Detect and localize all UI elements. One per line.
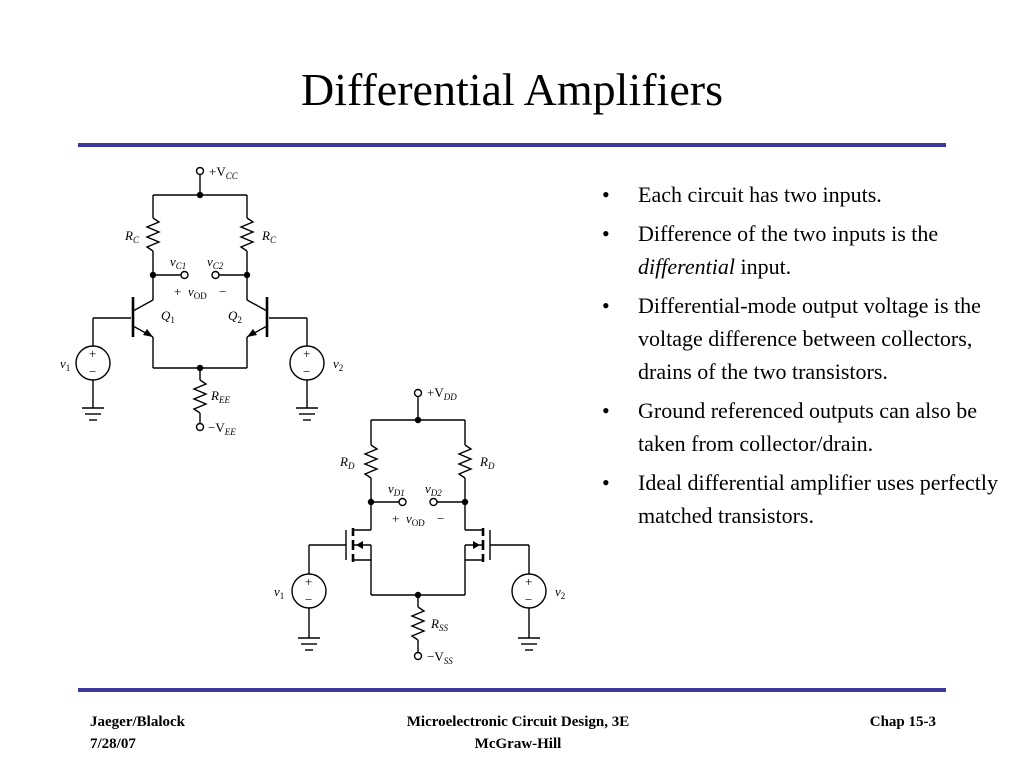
footer-publisher: McGraw-Hill <box>474 736 562 752</box>
bullet-dot: • <box>602 182 610 207</box>
vd1-label: vD1 <box>388 481 405 498</box>
footer-date: 7/28/07 <box>90 736 136 752</box>
v2-mos-plus-sign: + <box>525 574 532 589</box>
vod-label: vOD <box>188 284 207 301</box>
rd-right-label: RD <box>479 454 495 471</box>
bullet-item: •Each circuit has two inputs. <box>600 178 1000 211</box>
bullet-item: •Ground referenced outputs can also be t… <box>600 394 1000 460</box>
bullet-item: •Difference of the two inputs is the dif… <box>600 217 1000 283</box>
differential-emphasis: differential <box>638 254 735 279</box>
footer-book: Microelectronic Circuit Design, 3E McGra… <box>300 711 736 755</box>
v1-mos-label: v1 <box>274 584 284 601</box>
v1-mos-minus-sign: − <box>305 592 312 607</box>
vod-mos-label: vOD <box>406 511 425 528</box>
rss-label: RSS <box>430 616 448 633</box>
slide-title: Differential Amplifiers <box>301 64 723 115</box>
footer-chapter: Chap 15-3 <box>869 714 936 730</box>
vee-label: −VEE <box>208 420 236 437</box>
q1-label: Q1 <box>161 308 175 325</box>
vd2-label: vD2 <box>425 481 442 498</box>
bullet-dot: • <box>602 221 610 246</box>
rc-left-label: RC <box>124 228 140 245</box>
rc-right-label: RC <box>261 228 277 245</box>
bullet-item: •Ideal differential amplifier uses perfe… <box>600 466 1000 532</box>
vod-minus-label: − <box>219 284 226 299</box>
vc1-label: vC1 <box>170 254 186 271</box>
footer-authors: Jaeger/Blalock 7/28/07 <box>90 711 185 755</box>
bullet-item: •Differential-mode output voltage is the… <box>600 289 1000 388</box>
vod-mos-minus-label: − <box>437 511 444 526</box>
bullet-dot: • <box>602 398 610 423</box>
footer-divider <box>78 688 946 692</box>
v2-minus-sign: − <box>303 364 310 379</box>
vdd-label: +VDD <box>427 385 457 402</box>
vod-mos-plus-label: + <box>392 511 399 526</box>
v1-mos-plus-sign: + <box>305 574 312 589</box>
footer-author-names: Jaeger/Blalock <box>90 714 185 730</box>
q2-label: Q2 <box>228 308 242 325</box>
differential-amplifier-schematics: +VCC RC RC vC1 vC2 + vOD − Q1 Q2 + − + −… <box>60 164 565 666</box>
v2-mos-label: v2 <box>555 584 565 601</box>
rd-left-label: RD <box>339 454 355 471</box>
v2-plus-sign: + <box>303 346 310 361</box>
vcc-label: +VCC <box>209 164 239 181</box>
bullet-dot: • <box>602 470 610 495</box>
vss-label: −VSS <box>427 649 453 666</box>
v2-bjt-label: v2 <box>333 356 343 373</box>
title-divider <box>78 143 946 147</box>
vc2-label: vC2 <box>207 254 224 271</box>
ree-label: REE <box>210 388 230 405</box>
v2-mos-minus-sign: − <box>525 592 532 607</box>
footer-book-title: Microelectronic Circuit Design, 3E <box>406 714 630 730</box>
v1-plus-sign: + <box>89 346 96 361</box>
bullet-list: •Each circuit has two inputs. •Differenc… <box>600 178 1000 538</box>
vod-plus-label: + <box>174 284 181 299</box>
bullet-dot: • <box>602 293 610 318</box>
v1-minus-sign: − <box>89 364 96 379</box>
bjt-differential-pair <box>75 166 325 432</box>
v1-bjt-label: v1 <box>60 356 70 373</box>
